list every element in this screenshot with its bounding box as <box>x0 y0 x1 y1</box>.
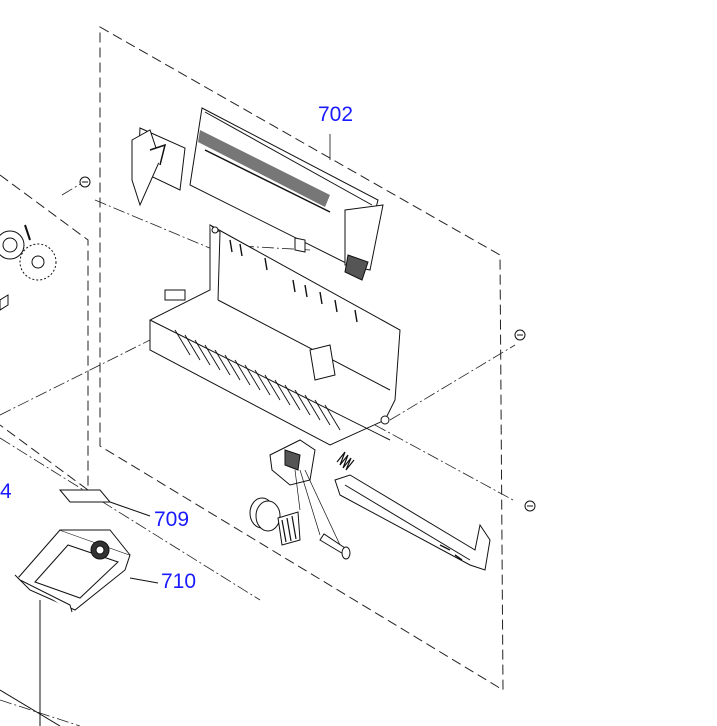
roller-leaders <box>294 469 341 546</box>
frame-tabs <box>229 239 358 323</box>
left-assembly-boundary <box>0 174 89 491</box>
callout-709: 709 <box>154 508 190 531</box>
guide-rail <box>334 474 491 571</box>
screw-icon <box>79 176 91 188</box>
part-702-upper-cover <box>131 107 384 281</box>
callout-702: 702 <box>318 103 354 126</box>
gear-icon <box>0 224 57 311</box>
spring-icon <box>336 451 355 471</box>
screw-icon <box>514 329 526 341</box>
callout-partial: 4 <box>0 480 12 503</box>
assembly-boundary <box>99 26 504 691</box>
roller-icon <box>319 533 351 560</box>
leader-lines <box>0 182 516 726</box>
callout-710: 710 <box>161 570 197 593</box>
screw-icon <box>524 500 536 512</box>
frame-assembly <box>149 224 401 446</box>
pickup-bracket <box>269 439 316 486</box>
roller-icon <box>277 511 301 546</box>
paper-guide-ribs <box>174 329 341 431</box>
part-710-tray <box>0 529 159 726</box>
roller-icon <box>249 497 281 532</box>
part-709-pad <box>58 489 151 517</box>
